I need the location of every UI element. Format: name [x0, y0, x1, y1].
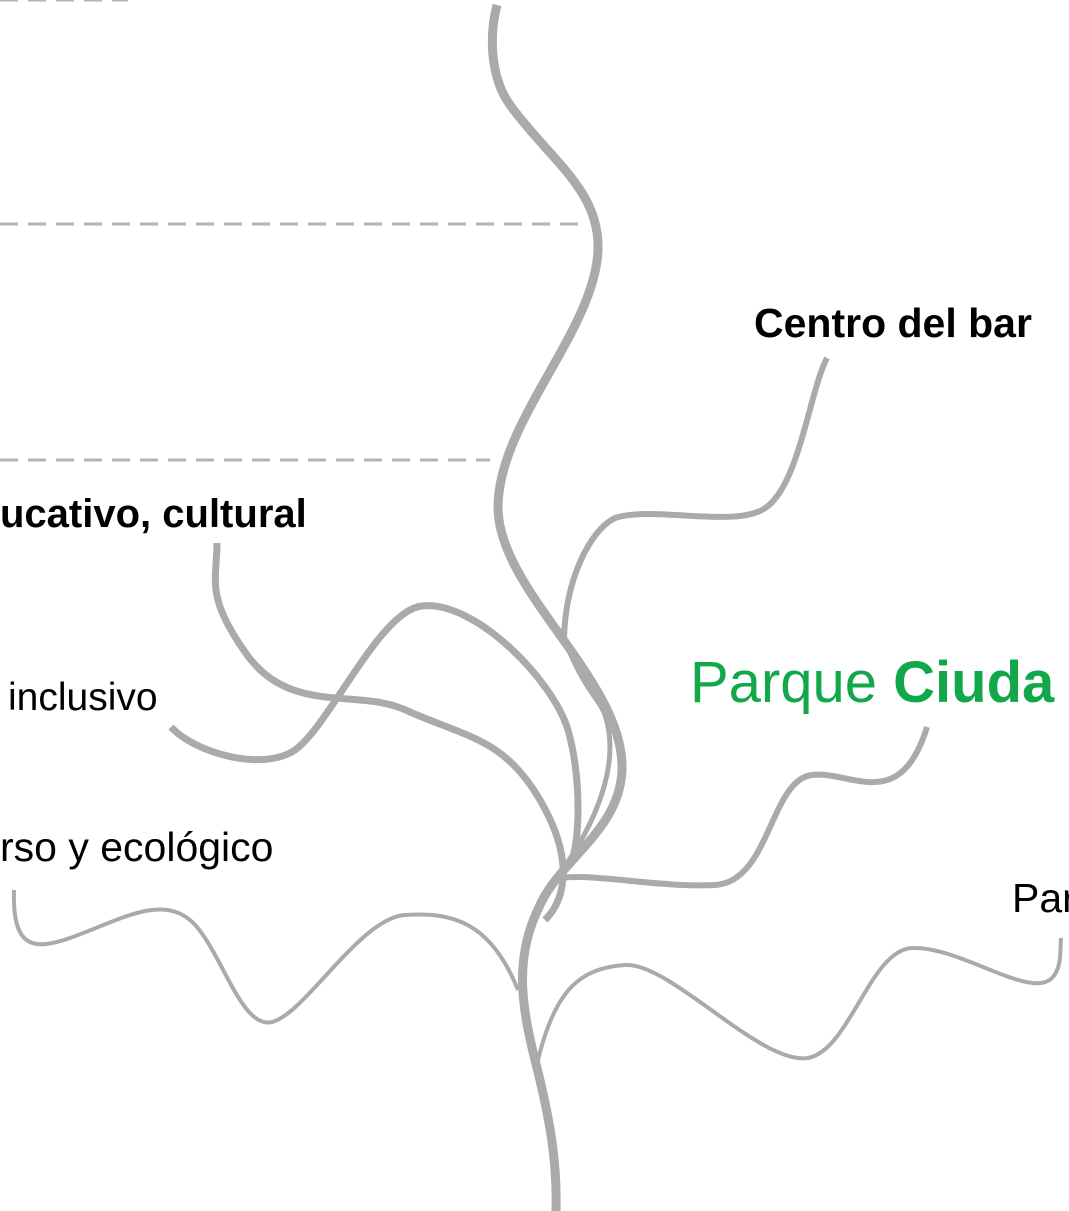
tree-trunk [487, 3, 627, 1211]
branch-inner [552, 647, 613, 882]
label-parque-bold: Ciuda [893, 650, 1055, 715]
branch-educativo [211, 542, 567, 923]
branch-par [536, 937, 1063, 1061]
label-educativo-cultural: ucativo, cultural [0, 492, 307, 536]
label-par: Par [1012, 875, 1069, 921]
label-parque-prefix: Parque [690, 650, 878, 715]
branch-parque-ciudad [553, 726, 930, 889]
branch-ecologico [11, 889, 520, 1025]
label-inclusivo: inclusivo [8, 676, 158, 719]
label-centro-del-barrio: Centro del bar [754, 300, 1032, 346]
branch-inclusivo [168, 602, 582, 867]
label-ecologico: rso y ecológico [0, 824, 274, 870]
separator-lines [0, 0, 583, 462]
label-parque-ciudad: Parque Ciuda [690, 654, 1054, 712]
branch-centro [561, 356, 830, 641]
